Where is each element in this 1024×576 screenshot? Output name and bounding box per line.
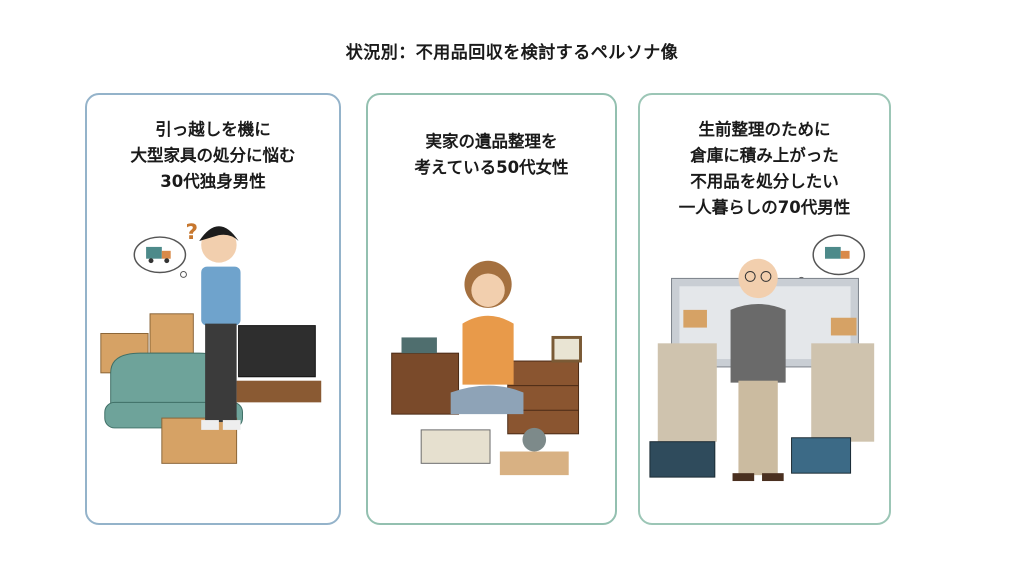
heading-line: 実家の遺品整理を — [425, 132, 558, 151]
thought-bubble-truck-icon — [133, 236, 187, 278]
heading-line: 大型家具の処分に悩む — [130, 146, 296, 165]
heading-line: 不用品を処分したい — [690, 172, 839, 191]
thought-bubble-truck-icon — [797, 234, 866, 284]
moving-man-illustration: ? — [91, 213, 335, 513]
persona-card-end-of-life-organizing: 生前整理のために 倉庫に積み上がった 不用品を処分したい 一人暮らしの70代男性 — [638, 93, 891, 525]
persona-card-moving: 引っ越しを機に 大型家具の処分に悩む 30代独身男性 ? — [85, 93, 341, 525]
persona-heading: 引っ越しを機に 大型家具の処分に悩む 30代独身男性 — [87, 117, 339, 195]
heading-line: 考えている50代女性 — [414, 158, 569, 177]
heading-line: 引っ越しを機に — [155, 120, 271, 139]
heading-line: 一人暮らしの70代男性 — [678, 198, 851, 217]
persona-card-estate-clearing: 実家の遺品整理を 考えている50代女性 — [366, 93, 617, 525]
persona-heading: 生前整理のために 倉庫に積み上がった 不用品を処分したい 一人暮らしの70代男性 — [640, 117, 889, 221]
persona-heading: 実家の遺品整理を 考えている50代女性 — [368, 129, 615, 181]
page-title: 状況別：不用品回収を検討するペルソナ像 — [345, 43, 679, 63]
heading-line: 倉庫に積み上がった — [690, 146, 839, 165]
woman-sorting-illustration — [372, 213, 611, 513]
elderly-man-warehouse-illustration — [644, 213, 885, 513]
heading-line: 生前整理のために — [698, 120, 831, 139]
question-mark-icon: ? — [185, 220, 198, 245]
heading-line: 30代独身男性 — [160, 172, 266, 191]
